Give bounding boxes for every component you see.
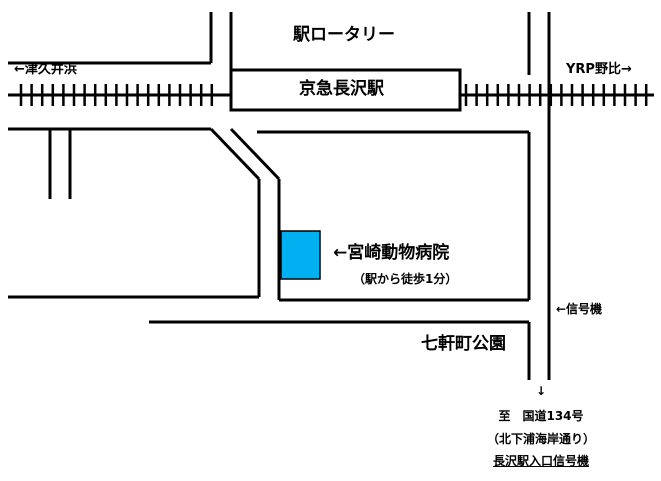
railway-ties-left <box>19 84 214 106</box>
diagonal-road-left-top <box>209 127 261 181</box>
traffic-signal-label: ←信号機 <box>556 302 603 316</box>
clinic-marker <box>280 230 321 280</box>
railway-ties-right <box>464 84 648 106</box>
diagonal-road-right-top <box>229 127 281 181</box>
direction-yrp-nobi: YRP野比→ <box>566 62 632 77</box>
roads <box>8 12 551 380</box>
arrow-down-icon: ↓ <box>536 384 547 398</box>
station-building <box>229 68 462 112</box>
clinic-name: ←宮崎動物病院 <box>333 243 450 263</box>
destination-line-2: （北下浦海岸通り） <box>486 432 596 446</box>
park-label: 七軒町公園 <box>421 334 506 354</box>
rotary-label: 駅ロータリー <box>293 25 395 45</box>
station-name: 京急長沢駅 <box>299 79 384 99</box>
destination-line-3: 長沢駅入口信号機 <box>492 454 590 468</box>
clinic-walk-time: （駅から徒歩1分） <box>353 272 458 286</box>
destination-line-1: 至 国道134号 <box>498 409 584 423</box>
direction-tsukuihama: ←津久井浜 <box>14 62 77 77</box>
